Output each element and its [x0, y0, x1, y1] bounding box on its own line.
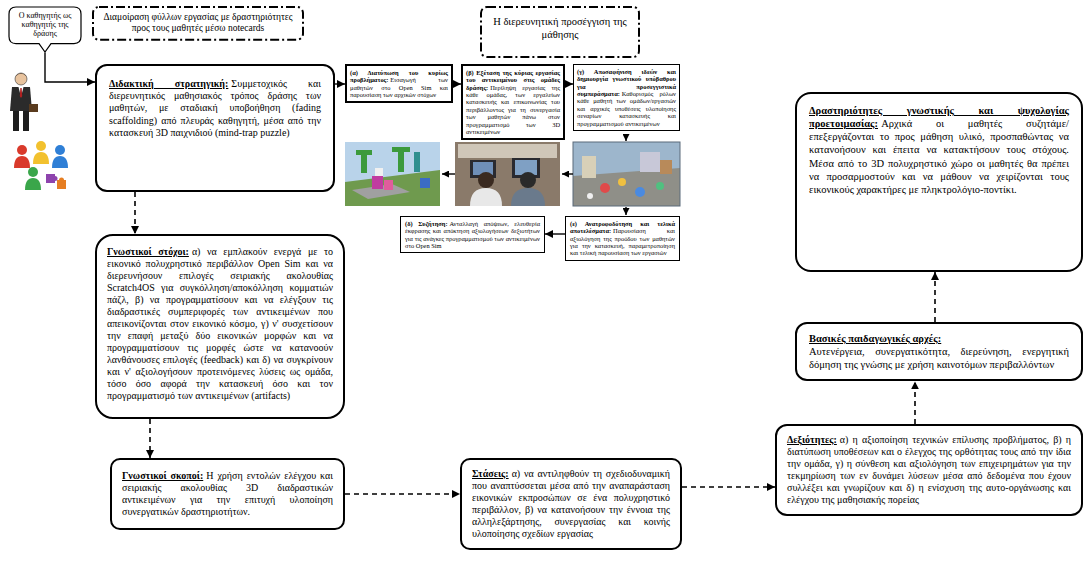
- box-text: α) να εμπλακούν ενεργά με το εικονικό πο…: [107, 246, 333, 401]
- teacher-icon-part: [13, 111, 19, 131]
- dashed-arrow: [149, 419, 151, 458]
- speech-bubble: Ο καθηγητής ως καθηγητής της δράσης: [8, 6, 82, 53]
- opensim-screenshot-part: [635, 187, 645, 197]
- group-work-icon-part: [53, 176, 58, 181]
- image-flow-arrows-part: [625, 134, 626, 141]
- strategy-box: Διδακτική στρατηγική:Συμμετοχικός και δι…: [95, 64, 335, 192]
- box-heading: Γνωστικοί στόχοι:: [107, 246, 189, 257]
- dashed-arrow: [682, 486, 775, 488]
- aims-box: Γνωστικοί σκοποί:Η χρήση εντολών ελέγχου…: [110, 458, 345, 530]
- box-text: Αρχικά οι μαθητές συζητάμε/επεξεργάζοντα…: [809, 118, 1069, 195]
- teacher-icon-part: [10, 87, 32, 111]
- opensim-scene-image-part: [392, 147, 410, 152]
- classroom-photo-part: [458, 144, 557, 158]
- group-work-icon-part: [17, 145, 27, 155]
- classroom-photo-part: [520, 172, 536, 188]
- opensim-scene-image-part: [345, 142, 440, 206]
- teacher-icon: [10, 73, 38, 131]
- step-box: (β) Εξέταση της κύριας εργασίας του αντι…: [461, 64, 565, 140]
- opensim-scene-image-part: [372, 176, 383, 189]
- teacher-icon-part: [20, 88, 22, 98]
- dashed-arrow: [934, 272, 936, 322]
- opensim-screenshot-part: [656, 182, 664, 190]
- box-heading: Διδακτική στρατηγική:: [109, 78, 228, 89]
- dashdot-note-box: Η διερευνητική προσέγγιση της μάθησης: [480, 6, 640, 58]
- opensim-screenshot-part: [573, 142, 680, 206]
- flow-arrow: [335, 83, 345, 84]
- speech-bubble-outline: [9, 7, 81, 52]
- box-text: Αυτενέργεια, συνεργατικότητα, διερεύνηση…: [809, 345, 1069, 371]
- opensim-screenshot-part: [582, 156, 596, 178]
- group-work-icon-part: [59, 178, 64, 183]
- opensim-screenshot-part: [587, 193, 593, 199]
- image-flow-arrows-part: [442, 173, 455, 174]
- group-work-icon-part: [55, 145, 65, 155]
- activities-box: Δραστηριότητες γνωστικής και ψυχολογίας …: [795, 92, 1083, 272]
- opensim-screenshot: [573, 142, 680, 206]
- step-box: (γ) Αποσαφήνιση ιδεών και δημιουργία γνω…: [573, 64, 680, 131]
- dashed-arrow: [134, 192, 136, 234]
- box-heading: Στάσεις:: [472, 468, 509, 479]
- classroom-photo-part: [478, 172, 494, 188]
- group-work-icon: [14, 141, 68, 190]
- classroom-photo: [455, 142, 560, 206]
- goals-box: Γνωστικοί στόχοι:α) να εμπλακούν ενεργά …: [95, 234, 345, 419]
- box-text: Περίληψη εργασίας της κάθε ομάδας, των ε…: [466, 84, 560, 135]
- image-flow-arrows-part: [625, 207, 626, 215]
- opensim-screenshot-part: [640, 152, 660, 172]
- opensim-scene-image-part: [384, 180, 393, 190]
- opensim-screenshot-part: [660, 160, 672, 174]
- teacher-icon-part: [19, 87, 24, 97]
- teacher-icon-part: [15, 73, 27, 85]
- attitudes-box: Στάσεις:α) να αντιληφθούν τη σχεδιοδυναμ…: [460, 458, 682, 550]
- classroom-photo-part: [511, 188, 545, 206]
- dashed-arrow: [914, 381, 916, 424]
- group-work-icon-part: [36, 141, 46, 151]
- group-work-icon-part: [33, 152, 49, 164]
- teacher-icon-part: [15, 74, 27, 78]
- opensim-scene-image-part: [345, 170, 440, 206]
- dashed-arrow: [345, 493, 460, 495]
- box-heading: Γνωστικοί σκοποί:: [122, 470, 203, 481]
- box-heading: (δ) Συζήτηση:: [405, 220, 448, 227]
- opensim-scene-image-part: [398, 152, 404, 172]
- opensim-scene-image-part: [414, 152, 420, 172]
- flow-arrow: [45, 53, 95, 82]
- box-heading: Δεξιότητες:: [787, 434, 837, 445]
- opensim-screenshot-part: [600, 183, 610, 193]
- step-box: (ε) Ανατροφοδότηση και τελικά αποτελέσμα…: [565, 216, 680, 261]
- teacher-icon-part: [23, 111, 29, 131]
- group-work-icon-part: [25, 178, 41, 190]
- flow-arrow: [565, 83, 573, 84]
- step-box: (α) Διατύπωση του κυρίως προβλήματος:Εισ…: [345, 64, 453, 103]
- principles-box: Βασικές παιδαγωγικές αρχές:Αυτενέργεια, …: [795, 322, 1083, 381]
- opensim-scene-image: [345, 142, 440, 206]
- opensim-scene-image-part: [356, 150, 372, 155]
- image-flow-arrows: [442, 134, 626, 215]
- classroom-photo-part: [470, 188, 502, 206]
- opensim-screenshot-part: [573, 142, 680, 206]
- dashdot-note-box: Διαμοίραση φύλλων εργασίας με δραστηριότ…: [92, 6, 304, 41]
- group-work-icon-part: [52, 156, 68, 168]
- image-flow-arrows-part: [562, 173, 573, 174]
- opensim-screenshot-part: [618, 178, 626, 186]
- box-heading: Βασικές παιδαγωγικές αρχές:: [809, 333, 941, 344]
- group-work-icon-part: [14, 156, 30, 168]
- classroom-photo-part: [455, 142, 560, 206]
- teacher-icon-part: [29, 104, 38, 112]
- group-work-icon-part: [28, 167, 38, 177]
- flow-arrow: [545, 233, 565, 234]
- dashdot-outline: [93, 7, 303, 40]
- flow-arrow: [453, 83, 461, 84]
- opensim-scene-image-part: [375, 168, 383, 176]
- opensim-scene-image-part: [420, 178, 430, 188]
- dashdot-outline: [481, 7, 639, 57]
- opensim-scene-image-part: [361, 155, 367, 173]
- skills-box: Δεξιότητες:α) η αξιοποίηση τεχνικών επίλ…: [775, 424, 1083, 516]
- step-box: (δ) Συζήτηση:Ανταλλαγή απόψεων, ελευθερί…: [400, 216, 545, 253]
